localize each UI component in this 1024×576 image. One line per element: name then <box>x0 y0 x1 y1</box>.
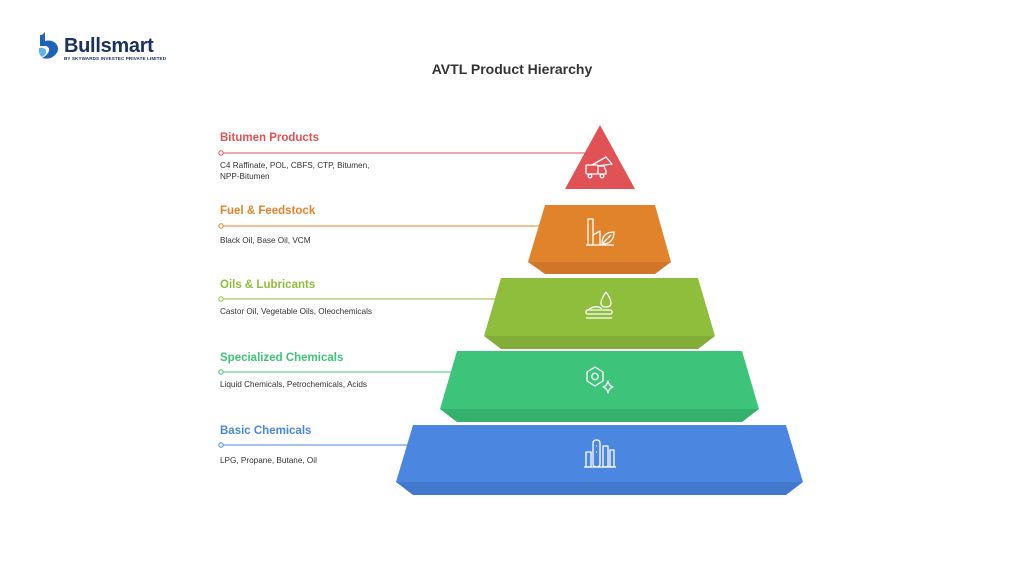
tier-oils-lubricants-description: Castor Oil, Vegetable Oils, Oleochemical… <box>220 307 372 316</box>
tier-bitumen-products-dot <box>218 150 224 156</box>
tier-fuel-feedstock-base <box>528 262 671 274</box>
factory-leaf-icon <box>586 218 615 246</box>
tier-specialized-chemicals-dot <box>218 369 224 375</box>
tier-basic-chemicals <box>218 425 803 495</box>
bull-logo-icon <box>38 32 58 59</box>
tier-specialized-chemicals-base <box>440 409 759 422</box>
hexagon-sparkle-icon <box>586 366 614 394</box>
tier-oils-lubricants-dot <box>218 296 224 302</box>
tier-bitumen-products-label: Bitumen Products <box>220 132 320 144</box>
tier-basic-chemicals-description: LPG, Propane, Butane, Oil <box>220 456 317 465</box>
tier-oils-lubricants-label: Oils & Lubricants <box>220 279 316 291</box>
oil-drop-icon <box>585 291 613 319</box>
tier-specialized-chemicals-shape <box>440 351 759 409</box>
tier-basic-chemicals-label: Basic Chemicals <box>220 425 312 437</box>
tier-bitumen-products-shape <box>565 125 635 189</box>
tier-bitumen-products <box>218 125 635 189</box>
page-title: AVTL Product Hierarchy <box>431 61 593 77</box>
tier-specialized-chemicals-description: Liquid Chemicals, Petrochemicals, Acids <box>220 380 367 389</box>
tier-basic-chemicals-dot <box>218 442 224 448</box>
tier-bitumen-products-description: C4 Raffinate, POL, CBFS, CTP, Bitumen, N… <box>220 161 370 181</box>
tier-fuel-feedstock-label: Fuel & Feedstock <box>220 205 316 217</box>
tier-fuel-feedstock <box>218 205 671 274</box>
tier-fuel-feedstock-description: Black Oil, Base Oil, VCM <box>220 236 311 245</box>
tier-specialized-chemicals-label: Specialized Chemicals <box>220 352 344 364</box>
brand-logo: Bullsmart BY SKYWARDS INVESTEC PRIVATE L… <box>36 32 186 66</box>
tier-oils-lubricants <box>218 278 715 349</box>
brand-name: Bullsmart <box>64 35 154 57</box>
brand-tagline: BY SKYWARDS INVESTEC PRIVATE LIMITED <box>64 56 167 61</box>
truck-icon <box>585 156 613 179</box>
tier-fuel-feedstock-dot <box>218 223 224 229</box>
tier-oils-lubricants-base <box>484 336 715 349</box>
refinery-icon <box>584 439 616 468</box>
tier-specialized-chemicals <box>218 351 759 422</box>
tier-basic-chemicals-base <box>396 482 803 495</box>
